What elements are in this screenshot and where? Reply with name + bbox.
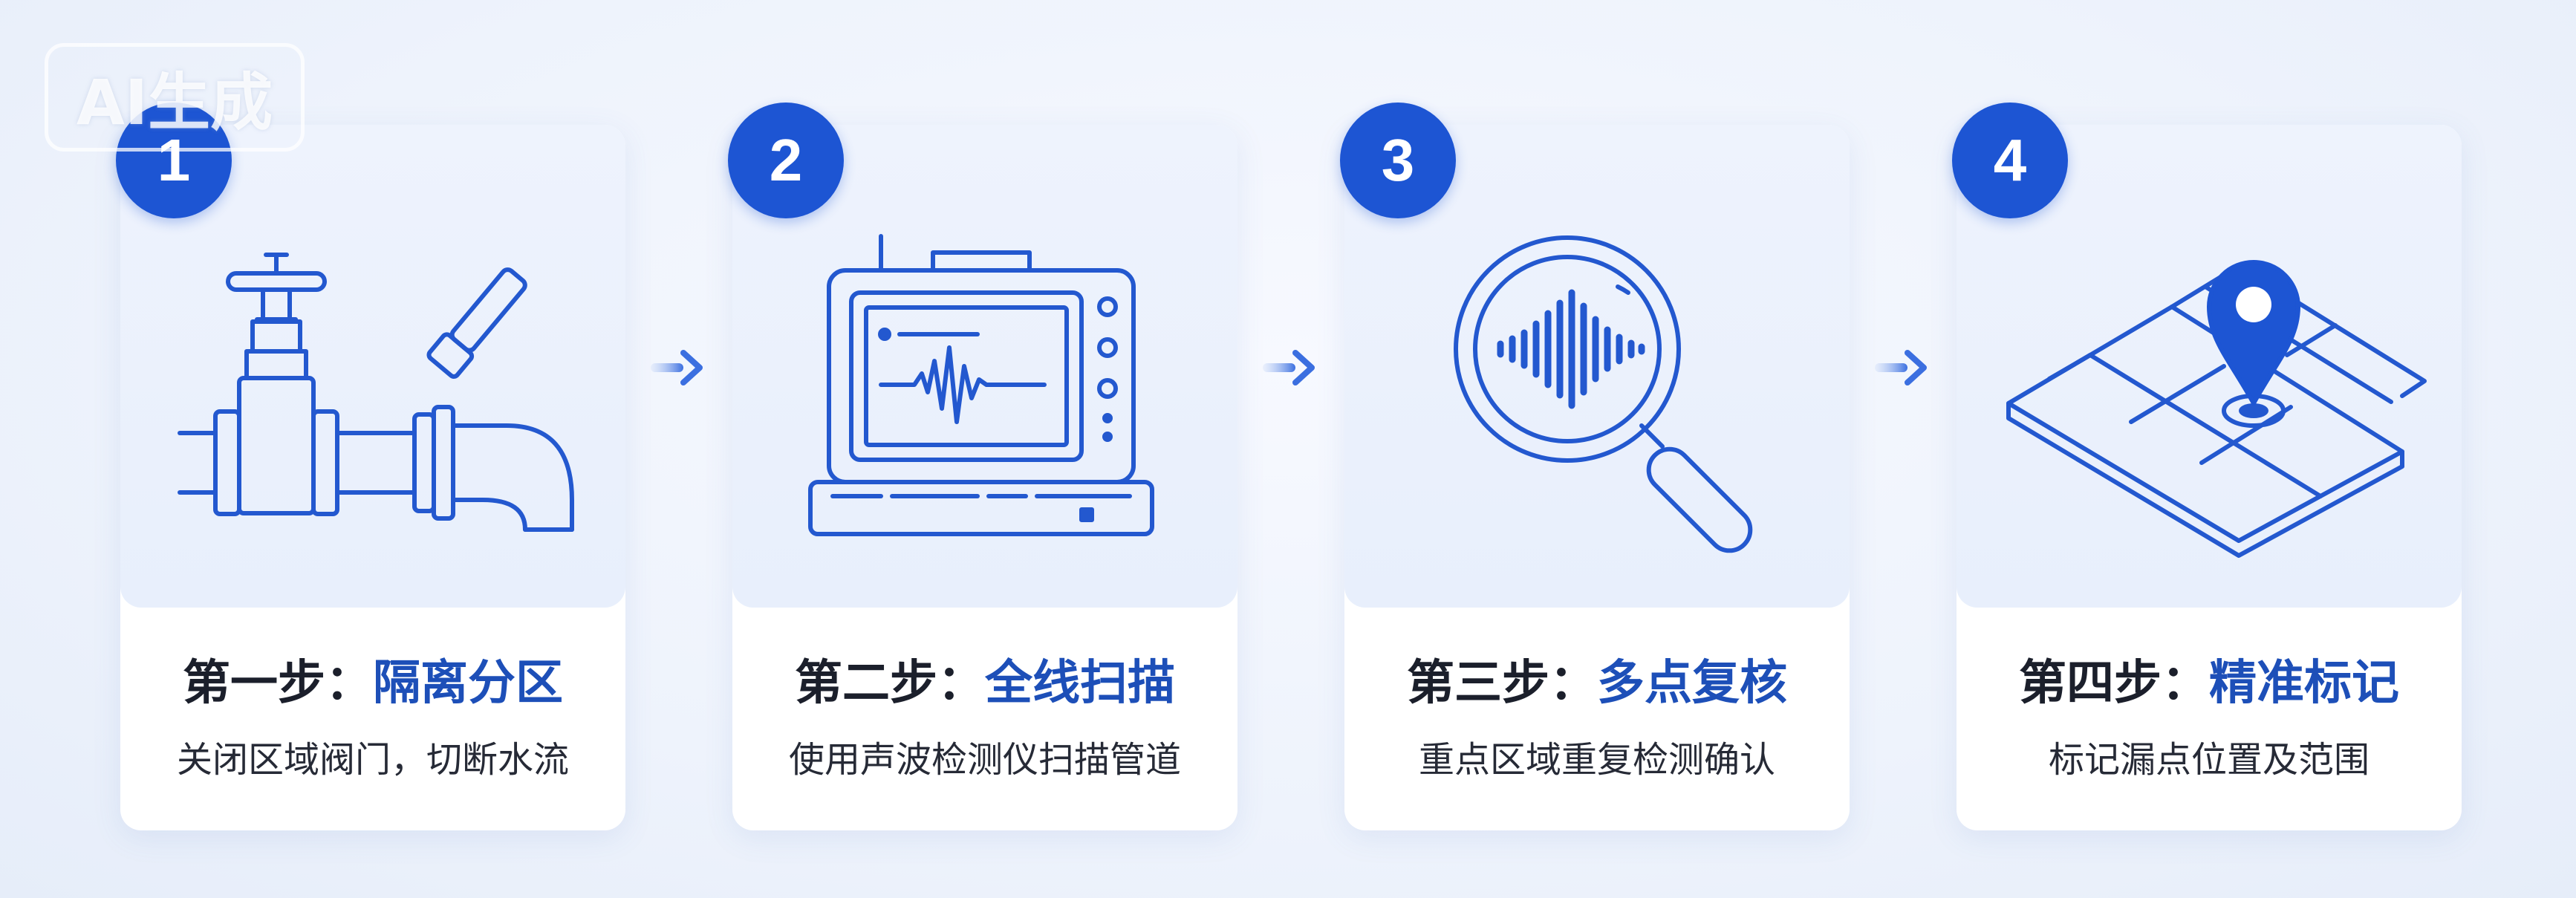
- acoustic-detector-icon: [808, 234, 1154, 536]
- pipe-valve-icon: [178, 253, 574, 532]
- arrow-right-icon: [1263, 350, 1315, 385]
- step-number-badge: 3: [1340, 103, 1456, 218]
- step-card-3: 3 第三步：多点复核 重点区域重复检测确认: [1340, 103, 1850, 830]
- step-description: 关闭区域阀门，切断水流: [176, 739, 569, 781]
- magnifier-soundwave-icon: [1454, 235, 1753, 553]
- ai-generated-watermark: AI生成: [45, 43, 305, 152]
- step-card-2: 2 第二步：全线扫描 使用声波检测仪扫描管道: [728, 103, 1237, 830]
- step-title: 第二步：全线扫描: [795, 656, 1175, 711]
- step-number-badge: 1: [116, 103, 232, 218]
- map-pin-icon: [2006, 260, 2427, 558]
- step-card-4: 4 第四步：精准标记 标记漏点位置及范围: [1952, 103, 2462, 830]
- step-title: 第四步：精准标记: [2019, 656, 2399, 711]
- step-number-badge: 4: [1952, 103, 2068, 218]
- arrow-right-icon: [1875, 350, 1927, 385]
- step-description: 使用声波检测仪扫描管道: [788, 739, 1181, 781]
- arrow-right-icon: [651, 350, 703, 385]
- step-card-1: 1 第一步：隔离分区 关闭区域阀门，切断水流: [116, 103, 625, 830]
- step-number-badge: 2: [728, 103, 844, 218]
- step-title: 第一步：隔离分区: [183, 656, 563, 711]
- step-description: 标记漏点位置及范围: [2048, 739, 2370, 781]
- step-illustration: [732, 125, 1237, 608]
- step-description: 重点区域重复检测确认: [1418, 739, 1775, 781]
- step-title: 第三步：多点复核: [1407, 656, 1787, 711]
